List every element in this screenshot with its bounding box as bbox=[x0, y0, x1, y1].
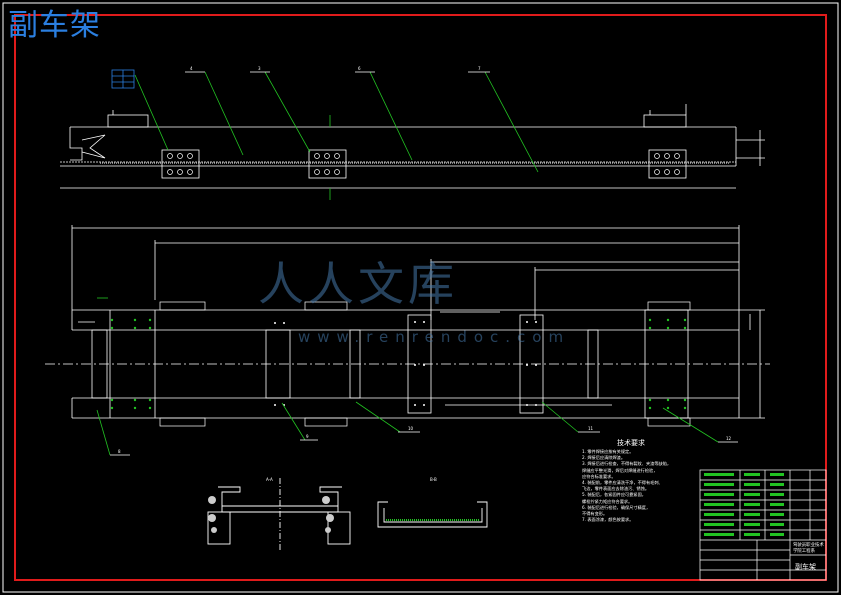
requirement-line: 1. 零件焊接应按有关规定。 bbox=[582, 449, 634, 454]
callout-label: 4 bbox=[190, 66, 193, 71]
requirement-line: 7. 表面涂漆，颜色按要求。 bbox=[582, 517, 634, 523]
drawing-title: 副车架 bbox=[8, 8, 101, 43]
bolt-holes-side bbox=[167, 153, 680, 175]
watermark-url: www.renrendoc.com bbox=[298, 328, 571, 346]
callout-label: 8 bbox=[118, 449, 121, 454]
drawing-frame bbox=[14, 14, 827, 581]
requirement-line: 焊缝应平整光滑，焊后对焊缝进行检验， bbox=[582, 467, 658, 473]
callout-label: 7 bbox=[478, 66, 481, 71]
requirement-line: 6. 装配后进行检验，确保尺寸精度， bbox=[582, 504, 651, 510]
detail-marker bbox=[111, 69, 135, 89]
section-label: A-A bbox=[266, 477, 273, 482]
callout-label: 3 bbox=[258, 66, 261, 71]
plate-bolts bbox=[274, 321, 537, 406]
callout-label: 11 bbox=[588, 426, 594, 431]
leader-lines-side bbox=[134, 71, 539, 173]
requirement-line: 2. 焊接后应清除焊渣。 bbox=[582, 455, 626, 461]
rivet-marks bbox=[110, 318, 687, 410]
callout-label: 6 bbox=[358, 66, 361, 71]
requirement-line: 4. 装配前，零件应清洗干净，不得有毛刺、 bbox=[582, 480, 663, 486]
callout-label: 12 bbox=[726, 436, 732, 441]
watermark-logo: 人人文库 bbox=[258, 257, 458, 311]
requirement-line: 5. 装配后，各紧固件应可靠紧固， bbox=[582, 492, 646, 498]
requirement-line: 应符合标准要求。 bbox=[582, 473, 616, 479]
requirement-line: 不得有变形。 bbox=[582, 511, 608, 517]
callout-label: 10 bbox=[408, 426, 414, 431]
title-block-entries bbox=[704, 473, 784, 536]
section-b bbox=[377, 501, 488, 528]
requirement-line: 飞边，零件表面应去除油污、锈蚀。 bbox=[582, 486, 650, 492]
section-a bbox=[207, 478, 351, 550]
section-label: B-B bbox=[430, 477, 437, 482]
tech-requirements-title: 技术要求 bbox=[617, 439, 645, 447]
requirement-line: 3. 焊接后进行检查，不得有裂纹、夹渣等缺陷， bbox=[582, 461, 672, 467]
requirement-line: 螺栓拧紧力矩应符合要求。 bbox=[582, 498, 633, 504]
section-a-bolts bbox=[208, 496, 334, 533]
title-block-company: 驾驶员职业技术 学院工程系 bbox=[793, 543, 824, 555]
title-block-part-name: 副车架 bbox=[795, 563, 816, 571]
leader-lines-plan bbox=[96, 297, 738, 456]
tech-requirements: 1. 零件焊接应按有关规定。 2. 焊接后应清除焊渣。 3. 焊接后进行检查，不… bbox=[582, 449, 694, 523]
title-block bbox=[699, 469, 827, 581]
company-line-1: 驾驶员职业技术 bbox=[793, 543, 824, 548]
company-line-2: 学院工程系 bbox=[793, 549, 815, 554]
callout-label: 9 bbox=[306, 434, 309, 439]
side-view bbox=[60, 104, 765, 200]
mount-pads bbox=[159, 301, 691, 427]
